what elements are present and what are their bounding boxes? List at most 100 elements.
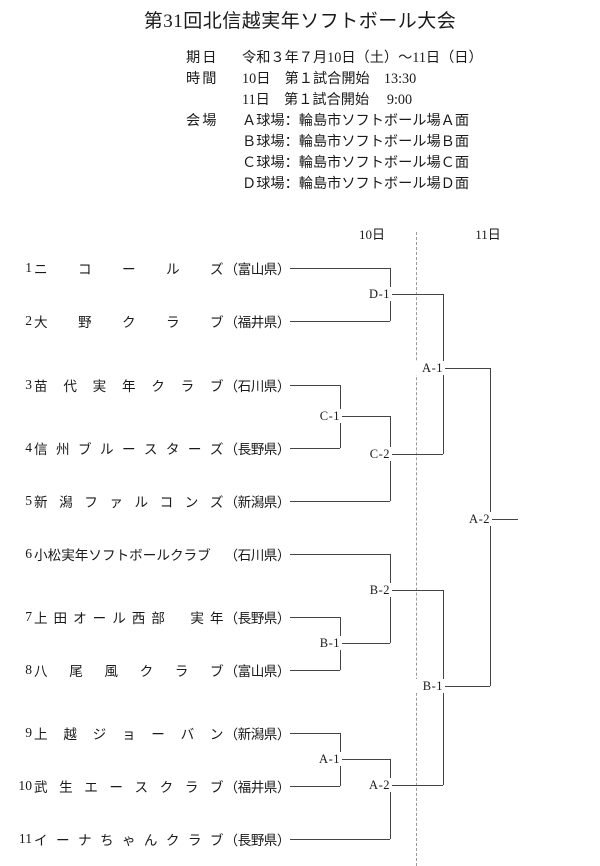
- team-name: 新潟ファルコンズ: [34, 495, 224, 510]
- info-value-time-day1: 10日 第１試合開始 13:30: [242, 71, 417, 87]
- team-number: 4: [25, 440, 32, 455]
- seed-line-team-5: [290, 501, 390, 502]
- page-title: 第31回北信越実年ソフトボール大会: [143, 11, 457, 32]
- team-row: 5 新潟ファルコンズ （新潟県）: [12, 491, 290, 511]
- bracket-winner-line-b1-day10: [340, 643, 390, 644]
- team-number: 10: [18, 778, 32, 793]
- info-label-venue: 会場: [186, 113, 219, 129]
- team-number: 3: [25, 377, 32, 392]
- team-name: 八尾風クラブ: [34, 664, 224, 679]
- bracket-winner-line-c1: [340, 416, 390, 417]
- bracket-winner-line-a2-day10: [390, 785, 443, 786]
- seed-line-team-3: [290, 385, 340, 386]
- bracket-vertical-d1: [390, 268, 391, 321]
- bracket-vertical-b2: [390, 554, 391, 643]
- team-prefecture: （新潟県）: [224, 727, 291, 742]
- info-value-venue-d: Ｄ球場：輪島市ソフトボール場Ｄ面: [242, 176, 470, 192]
- info-row-time-day2: 11日 第１試合開始 9:00: [186, 90, 483, 111]
- match-label-final: A-2: [452, 512, 492, 526]
- bracket-vertical-final: [490, 368, 491, 686]
- seed-line-team-6: [290, 554, 390, 555]
- team-name: 信州ブルースターズ: [34, 442, 224, 457]
- team-number: 7: [25, 609, 32, 624]
- team-prefecture: （長野県）: [224, 442, 291, 457]
- match-label-a1-day11: A-1: [405, 361, 445, 375]
- seed-line-team-2: [290, 321, 390, 322]
- info-value-venue-b: Ｂ球場：輪島市ソフトボール場Ｂ面: [242, 134, 470, 150]
- seed-line-team-1: [290, 268, 390, 269]
- team-row: 8 八尾風クラブ （富山県）: [12, 660, 290, 680]
- seed-line-team-7: [290, 617, 340, 618]
- team-name: イーナちゃんクラブ: [34, 833, 224, 848]
- match-label-b1-day11: B-1: [405, 679, 445, 693]
- event-info-block: 期日 令和３年７月10日（土）〜11日（日） 時間 10日 第１試合開始 13:…: [186, 48, 483, 195]
- info-row-date: 期日 令和３年７月10日（土）〜11日（日）: [186, 48, 483, 69]
- day-divider-line: [416, 232, 417, 866]
- info-value-venue-a: Ａ球場：輪島市ソフトボール場Ａ面: [242, 113, 470, 129]
- day-header-day11: 11日: [475, 227, 501, 242]
- team-name: 小松実年ソフトボールクラブ: [34, 548, 211, 563]
- bracket-winner-line-b1-day11: [443, 686, 490, 687]
- team-name: 苗代実年クラブ: [34, 379, 224, 394]
- seed-line-team-11: [290, 839, 390, 840]
- team-number: 11: [18, 831, 32, 846]
- seed-line-team-9: [290, 733, 340, 734]
- team-prefecture: （富山県）: [224, 664, 291, 679]
- team-name: 上田オール西部 実年: [34, 611, 224, 626]
- team-name: 武生エースクラブ: [34, 780, 224, 795]
- team-name: 上越ジョーバン: [34, 727, 224, 742]
- team-number: 9: [25, 725, 32, 740]
- team-name: 大野クラブ: [34, 315, 224, 330]
- team-number: 6: [25, 546, 32, 561]
- team-prefecture: （石川県）: [224, 379, 291, 394]
- team-number: 8: [25, 662, 32, 677]
- team-row: 10 武生エースクラブ （福井県）: [12, 776, 290, 796]
- bracket-winner-line-c2: [390, 454, 443, 455]
- info-label-time: 時間: [186, 71, 219, 87]
- team-row: 2 大野クラブ （福井県）: [12, 311, 290, 331]
- team-prefecture: （福井県）: [224, 315, 291, 330]
- bracket-vertical-a2-day10: [390, 759, 391, 839]
- team-row: 9 上越ジョーバン （新潟県）: [12, 723, 290, 743]
- team-prefecture: （福井県）: [224, 780, 291, 795]
- info-row-venue-c: Ｃ球場：輪島市ソフトボール場Ｃ面: [186, 153, 483, 174]
- match-label-a2-day10: A-2: [352, 778, 392, 792]
- team-row: 7 上田オール西部 実年 （長野県）: [12, 607, 290, 627]
- team-prefecture: （長野県）: [224, 611, 291, 626]
- seed-line-team-4: [290, 448, 340, 449]
- team-row: 6 小松実年ソフトボールクラブ （石川県）: [12, 544, 290, 564]
- bracket-vertical-a1-day10: [340, 733, 341, 786]
- info-row-venue-b: Ｂ球場：輪島市ソフトボール場Ｂ面: [186, 132, 483, 153]
- info-row-venue-d: Ｄ球場：輪島市ソフトボール場Ｄ面: [186, 174, 483, 195]
- team-name: ニコールズ: [34, 262, 224, 277]
- team-row: 4 信州ブルースターズ （長野県）: [12, 438, 290, 458]
- bracket-vertical-c2: [390, 416, 391, 501]
- team-row: 11 イーナちゃんクラブ （長野県）: [12, 829, 291, 849]
- info-row-venue-a: 会場 Ａ球場：輪島市ソフトボール場Ａ面: [186, 111, 483, 132]
- info-row-time-day1: 時間 10日 第１試合開始 13:30: [186, 69, 483, 90]
- info-label-date: 期日: [186, 50, 219, 66]
- match-label-d1: D-1: [352, 287, 392, 301]
- match-label-b2: B-2: [352, 583, 392, 597]
- info-value-time-day2: 11日 第１試合開始 9:00: [242, 92, 413, 108]
- bracket-vertical-c1: [340, 385, 341, 448]
- info-value-date: 令和３年７月10日（土）〜11日（日）: [242, 50, 483, 66]
- team-number: 2: [25, 313, 32, 328]
- match-label-a1-day10: A-1: [302, 752, 342, 766]
- bracket-winner-line-d1: [390, 294, 443, 295]
- bracket-winner-line-b2: [390, 590, 443, 591]
- team-number: 1: [25, 260, 32, 275]
- team-prefecture: （新潟県）: [224, 495, 291, 510]
- team-row: 1 ニコールズ （富山県）: [12, 258, 290, 278]
- bracket-vertical-b1-day10: [340, 617, 341, 670]
- info-value-venue-c: Ｃ球場：輪島市ソフトボール場Ｃ面: [242, 155, 470, 171]
- day-header-day10: 10日: [358, 227, 385, 242]
- match-label-c1: C-1: [302, 409, 342, 423]
- team-prefecture: （石川県）: [224, 548, 291, 563]
- team-number: 5: [25, 493, 32, 508]
- match-label-c2: C-2: [352, 447, 392, 461]
- bracket-winner-line-a1-day10: [340, 759, 390, 760]
- team-prefecture: （富山県）: [224, 262, 291, 277]
- seed-line-team-8: [290, 670, 340, 671]
- bracket-winner-line-a1-day11: [443, 368, 490, 369]
